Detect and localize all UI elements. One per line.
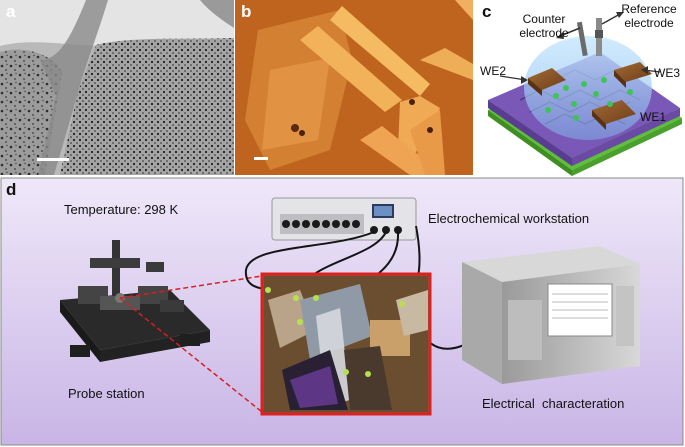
reference-label-line2: electrode bbox=[624, 16, 674, 30]
we1-label: WE1 bbox=[640, 110, 667, 124]
we3-label: WE3 bbox=[654, 66, 681, 80]
scale-bar-a bbox=[37, 158, 69, 161]
workstation-label: Electrochemical workstation bbox=[428, 211, 590, 226]
reference-label-line1: Reference bbox=[621, 2, 677, 16]
panel-letter-b: b bbox=[241, 2, 252, 21]
electrical-instrument-image bbox=[462, 246, 640, 384]
panel-c-schematic bbox=[474, 0, 685, 176]
reference-electrode-label: Reference electrode bbox=[614, 2, 684, 30]
panel-letter-d: d bbox=[6, 180, 17, 199]
panel-letter-c: c bbox=[482, 2, 492, 21]
panel-letter-a: a bbox=[6, 2, 16, 21]
electrical-label: Electrical characteration bbox=[482, 396, 625, 411]
temperature-label: Temperature: 298 K bbox=[64, 202, 179, 217]
counter-label-line2: electrode bbox=[519, 26, 569, 40]
panel-a-tem-image bbox=[0, 0, 234, 175]
counter-label-line1: Counter bbox=[522, 12, 566, 26]
we2-label: WE2 bbox=[480, 64, 507, 78]
scale-bar-b bbox=[254, 157, 268, 160]
counter-electrode-label: Counter electrode bbox=[514, 12, 574, 40]
panel-b-optical-image bbox=[235, 0, 473, 175]
probe-inset-image bbox=[260, 272, 432, 416]
panel-d-setup bbox=[0, 177, 684, 446]
probe-station-label: Probe station bbox=[68, 386, 145, 401]
electrochemical-workstation-image bbox=[271, 197, 417, 241]
probe-station-image bbox=[60, 240, 210, 362]
